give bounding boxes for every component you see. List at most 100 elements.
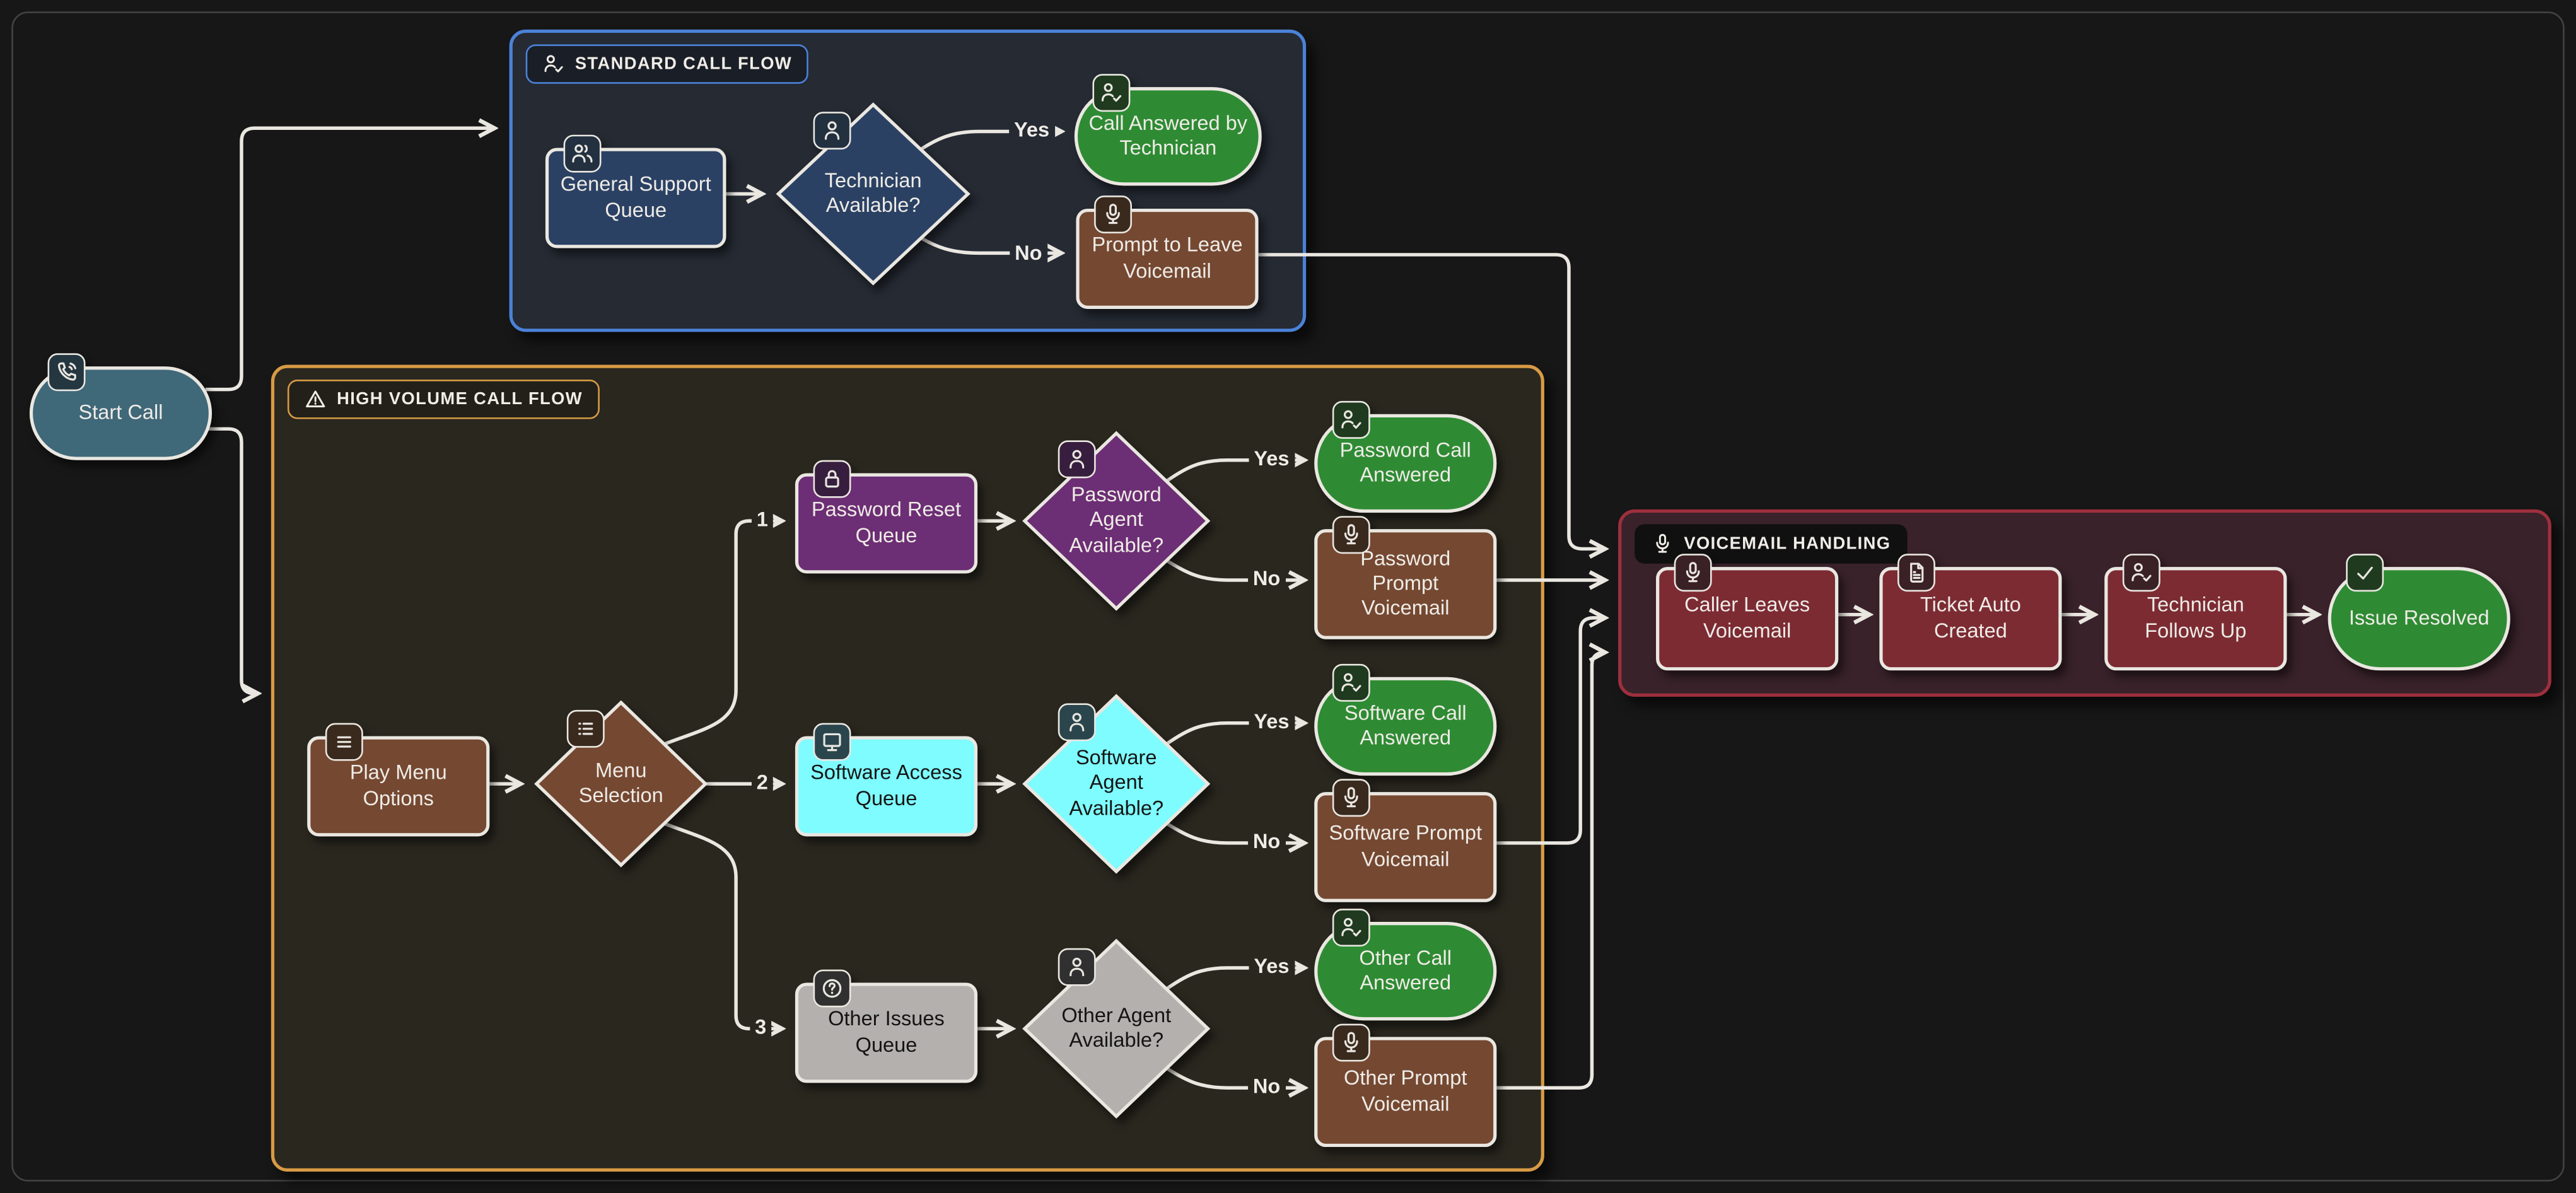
person-icon: [1058, 948, 1096, 986]
edge-pw-yes: [1160, 460, 1305, 487]
node-label: Other Agent Available?: [1061, 1003, 1172, 1052]
edge-prompt-to-vm: [1252, 253, 1605, 549]
edge-label-menu-3: 3: [750, 1016, 772, 1040]
node-label: Software Prompt Voicemail: [1329, 822, 1483, 870]
group-high-volume-label-badge: HIGH VOLUME CALL FLOW: [287, 380, 600, 419]
edge-sw-no: [1160, 818, 1305, 842]
document-icon: [1897, 554, 1935, 592]
node-technician-available[interactable]: Technician Available?: [776, 102, 971, 286]
edge-label-pw-yes: Yes: [1249, 448, 1295, 472]
node-label: Prompt to Leave Voicemail: [1092, 233, 1243, 282]
node-label: Password Reset Queue: [811, 498, 962, 547]
edge-label-sw-yes: Yes: [1249, 711, 1295, 735]
person-check-icon: [2122, 554, 2160, 592]
node-call-answered-by-technician[interactable]: Call Answered by Technician: [1074, 74, 1262, 186]
list-icon: [567, 709, 605, 748]
edge-label-menu-1: 1: [751, 508, 773, 533]
node-label: Technician Available?: [824, 168, 922, 218]
node-label: General Support Queue: [560, 173, 711, 221]
person-check-icon: [1092, 74, 1131, 112]
node-caller-leaves-voicemail[interactable]: Caller Leaves Voicemail: [1656, 554, 1839, 671]
person-check-icon: [542, 52, 565, 75]
node-software-call-answered[interactable]: Software Call Answered: [1314, 663, 1497, 776]
lock-icon: [813, 460, 851, 498]
node-ticket-auto-created[interactable]: Ticket Auto Created: [1879, 554, 2062, 671]
node-menu-selection[interactable]: Menu Selection: [534, 700, 708, 868]
edge-ot-yes: [1160, 968, 1305, 994]
node-label: Software Call Answered: [1344, 701, 1467, 750]
person-check-icon: [1332, 663, 1370, 702]
node-other-agent-available[interactable]: Other Agent Available?: [1022, 938, 1211, 1119]
group-high-volume-label: HIGH VOLUME CALL FLOW: [337, 389, 583, 409]
edge-otv-to-vm: [1489, 653, 1605, 1090]
node-password-reset-queue[interactable]: Password Reset Queue: [795, 460, 978, 574]
node-label: Password Prompt Voicemail: [1360, 546, 1451, 620]
group-standard-label: STANDARD CALL FLOW: [574, 54, 793, 74]
edge-menu-3: [655, 818, 782, 1028]
node-password-agent-available[interactable]: Password Agent Available?: [1022, 431, 1211, 612]
mic-icon: [1094, 195, 1132, 234]
node-label: Ticket Auto Created: [1920, 593, 2021, 642]
person-icon: [1058, 440, 1096, 479]
edge-start-to-high-volume: [205, 427, 258, 694]
node-other-prompt-voicemail[interactable]: Other Prompt Voicemail: [1314, 1023, 1497, 1148]
check-icon: [2346, 554, 2384, 592]
node-label: Call Answered by Technician: [1088, 111, 1248, 160]
phone-icon: [47, 353, 86, 392]
person-icon: [812, 112, 851, 150]
edge-swv-to-vm: [1489, 618, 1605, 845]
node-software-prompt-voicemail[interactable]: Software Prompt Voicemail: [1314, 779, 1497, 902]
node-password-call-answered[interactable]: Password Call Answered: [1314, 400, 1497, 513]
node-label: Other Prompt Voicemail: [1344, 1067, 1467, 1115]
node-start-call[interactable]: Start Call: [29, 353, 213, 460]
node-label: Software Access Queue: [810, 761, 962, 810]
person-check-icon: [1332, 400, 1370, 439]
node-password-prompt-voicemail[interactable]: Password Prompt Voicemail: [1314, 516, 1497, 639]
mic-icon: [1651, 532, 1674, 555]
edge-label-menu-2: 2: [751, 771, 773, 796]
node-technician-follows-up[interactable]: Technician Follows Up: [2104, 554, 2287, 671]
edge-label-tech-yes: Yes: [1009, 119, 1054, 143]
node-prompt-to-leave-voicemail[interactable]: Prompt to Leave Voicemail: [1076, 195, 1259, 309]
edge-sw-yes: [1160, 723, 1305, 749]
people-icon: [563, 134, 602, 173]
edge-pw-no: [1160, 556, 1305, 579]
question-icon: [813, 969, 851, 1008]
edge-label-ot-no: No: [1248, 1075, 1286, 1100]
node-software-agent-available[interactable]: Software Agent Available?: [1022, 694, 1211, 875]
edge-ot-no: [1160, 1063, 1305, 1088]
node-label: Other Issues Queue: [828, 1008, 945, 1056]
edge-label-pw-no: No: [1248, 567, 1286, 591]
mic-icon: [1674, 554, 1712, 592]
node-other-call-answered[interactable]: Other Call Answered: [1314, 909, 1497, 1021]
node-general-support-queue[interactable]: General Support Queue: [545, 134, 726, 248]
node-label: Password Call Answered: [1339, 438, 1471, 487]
group-voicemail-label-badge: VOICEMAIL HANDLING: [1635, 524, 1908, 564]
node-label: Software Agent Available?: [1069, 746, 1164, 820]
group-standard-label-badge: STANDARD CALL FLOW: [525, 44, 809, 84]
node-label: Password Agent Available?: [1069, 483, 1164, 557]
warning-icon: [304, 388, 327, 410]
node-label: Issue Resolved: [2348, 606, 2490, 629]
node-issue-resolved[interactable]: Issue Resolved: [2328, 554, 2510, 671]
edge-start-to-standard: [205, 128, 495, 392]
edge-label-ot-yes: Yes: [1249, 955, 1295, 979]
mic-icon: [1332, 1023, 1370, 1062]
menu-icon: [325, 723, 363, 761]
monitor-icon: [813, 723, 851, 761]
node-label: Other Call Answered: [1359, 946, 1452, 994]
node-software-access-queue[interactable]: Software Access Queue: [795, 723, 978, 837]
node-play-menu-options[interactable]: Play Menu Options: [307, 723, 490, 837]
edge-menu-1: [655, 521, 782, 750]
node-label: Start Call: [78, 400, 163, 424]
edge-label-sw-no: No: [1248, 830, 1286, 854]
edge-label-tech-no: No: [1010, 242, 1047, 266]
node-label: Menu Selection: [578, 759, 663, 807]
person-icon: [1058, 703, 1096, 742]
node-label: Play Menu Options: [349, 761, 447, 810]
node-other-issues-queue[interactable]: Other Issues Queue: [795, 969, 978, 1083]
node-label: Technician Follows Up: [2145, 593, 2247, 642]
